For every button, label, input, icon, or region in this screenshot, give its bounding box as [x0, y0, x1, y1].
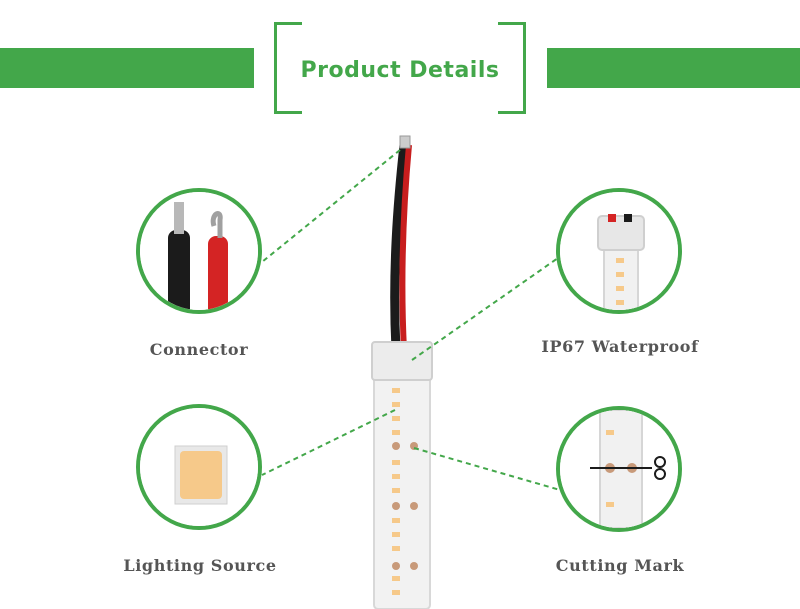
connector-icon [140, 192, 258, 310]
waterproof-icon [560, 192, 678, 310]
waterproof-circle [556, 188, 682, 314]
feature-label-cutting-mark: Cutting Mark [555, 556, 685, 575]
end-cap [371, 341, 433, 381]
red-wire [399, 144, 412, 351]
connector-circle [136, 188, 262, 314]
wire-tip [399, 135, 411, 149]
header-bracket-left [274, 22, 302, 114]
header-band-left [0, 48, 254, 88]
header-bracket-right [498, 22, 526, 114]
feature-label-lighting-source: Lighting Source [123, 556, 277, 575]
lighting-source-circle [136, 404, 262, 530]
scissors-icon [560, 410, 678, 528]
led-chips [392, 388, 418, 595]
black-wire [390, 144, 409, 351]
feature-label-waterproof: IP67 Waterproof [541, 337, 699, 356]
led-chip-icon [140, 408, 258, 526]
page-title: Product Details [300, 58, 500, 83]
header-band-right [547, 48, 800, 88]
leader-lines [261, 149, 561, 491]
led-strip [373, 344, 431, 609]
feature-label-connector: Connector [149, 340, 249, 359]
cutting-mark-circle [556, 406, 682, 532]
